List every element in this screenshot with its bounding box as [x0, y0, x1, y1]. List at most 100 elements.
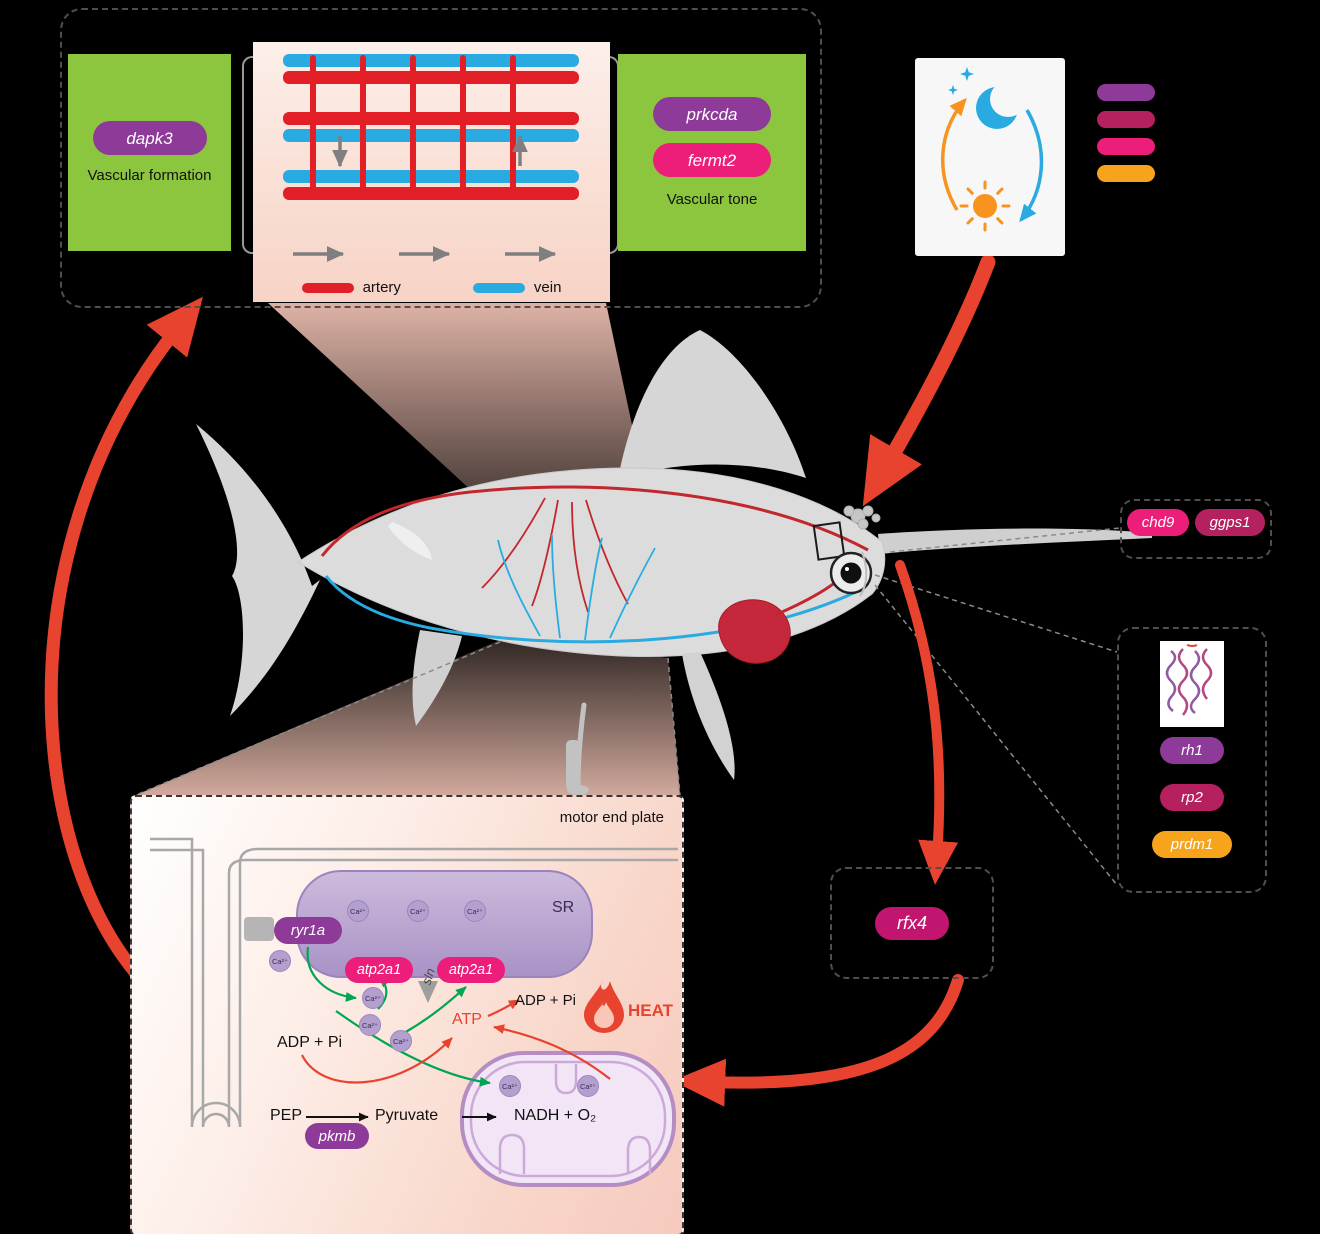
protein-structure-icon	[1160, 641, 1224, 727]
calcium-ion: Ca²⁺	[347, 900, 369, 922]
category-legend-pill	[1097, 165, 1155, 182]
muscle-diagram-art	[150, 837, 678, 1187]
artery-line	[320, 485, 869, 557]
flame-icon	[584, 979, 624, 1033]
fish-pelvic-fin	[682, 652, 735, 780]
vessel-legend: artery vein	[253, 279, 610, 296]
gene-pill-fermt2: fermt2	[653, 143, 771, 177]
day-to-night-arrow	[1019, 109, 1044, 223]
calcium-ion: Ca²⁺	[464, 900, 486, 922]
artery-legend-item: artery	[301, 279, 401, 296]
calcium-ion: Ca²⁺	[269, 950, 291, 972]
artery-branches	[481, 497, 629, 613]
gene-pill-rfx4: rfx4	[875, 906, 949, 940]
artery-label: artery	[362, 279, 401, 296]
connector-beam-right	[667, 657, 681, 796]
fish-lower-fin	[412, 630, 462, 726]
vein-swatch	[472, 282, 525, 293]
counter-current-exchanger: artery vein	[253, 42, 610, 302]
pep-label: PEP	[270, 1107, 303, 1124]
atp-cycle-arrows	[301, 999, 611, 1084]
connector-beam-left	[135, 641, 501, 796]
fish-eye	[829, 551, 873, 595]
category-legend-pill	[1097, 138, 1155, 155]
calcium-ion: Ca²⁺	[577, 1075, 599, 1097]
brain-gene-box: rfx4	[830, 867, 994, 979]
fish-pectoral-fin	[388, 522, 432, 560]
artery-swatch	[301, 282, 354, 293]
nadh-o2-label: NADH + O₂	[514, 1107, 597, 1124]
gene-pill-rh1: rh1	[1160, 737, 1224, 764]
calcium-ion: Ca²⁺	[390, 1030, 412, 1052]
gene-pill-ryr1a: ryr1a	[274, 917, 342, 944]
gene-pill-atp2a1: atp2a1	[345, 957, 413, 983]
small-star-icon	[948, 85, 958, 95]
dashed-connectors	[135, 527, 1121, 886]
gene-pill-dapk3: dapk3	[92, 121, 207, 155]
rete-mirabile-diagram	[283, 54, 579, 262]
connector-gill	[889, 527, 1121, 553]
day-night-cycle-icon	[941, 67, 1044, 232]
vasculature-panel	[60, 8, 822, 308]
night-to-day-arrow	[941, 97, 967, 211]
vein-legend-item: vein	[472, 279, 562, 296]
calcium-ion: Ca²⁺	[407, 900, 429, 922]
nerve-terminal	[566, 740, 580, 792]
heat-label: HEAT	[628, 1001, 674, 1020]
junction-channel	[244, 917, 274, 941]
vascular-tone-box: prkcda fermt2 Vascular tone	[618, 54, 806, 251]
left-bracket	[242, 56, 255, 254]
connector-eye-bottom	[874, 584, 1118, 886]
gill-arc	[859, 551, 868, 597]
vein-label: vein	[533, 279, 562, 296]
vascular-formation-box: dapk3 Vascular formation	[68, 54, 231, 251]
arrow-rfx4-to-muscle	[672, 974, 964, 1107]
connector-eye-top	[874, 574, 1118, 653]
calcium-ion: Ca²⁺	[359, 1014, 381, 1036]
sr-label: SR	[552, 899, 575, 916]
arrow-brain-to-rfx4	[895, 560, 959, 885]
vascular-formation-label: Vascular formation	[87, 167, 212, 184]
arrow-muscle-to-vasculature	[44, 296, 203, 1015]
gene-pill-chd9: chd9	[1127, 509, 1189, 536]
day-night-card	[915, 58, 1065, 256]
category-legend-pill	[1097, 84, 1155, 101]
calcium-ion: Ca²⁺	[362, 987, 384, 1009]
zoom-beam-lower	[136, 640, 680, 795]
category-legend-pill	[1097, 111, 1155, 128]
adp-pi-label: ADP + Pi	[515, 992, 577, 1009]
flow-direction-arrows	[293, 134, 557, 262]
fish-bill	[878, 528, 1152, 554]
brain-heater-organ	[843, 505, 881, 530]
eye-gene-box: rh1 rp2 prdm1	[1117, 627, 1267, 893]
pyruvate-label: Pyruvate	[375, 1107, 439, 1124]
heart-icon	[718, 599, 791, 664]
swordfish-illustration	[196, 330, 1152, 780]
adp-pi-label: ADP + Pi	[277, 1034, 343, 1051]
sun-icon	[959, 180, 1011, 232]
star-icon	[960, 67, 974, 81]
gene-pill-prkcda: prkcda	[653, 97, 771, 131]
motor-end-plate-label: motor end plate	[559, 809, 664, 826]
gill-gene-box: chd9 ggps1	[1120, 499, 1272, 559]
muscle-thermogenesis-panel: motor end plate SR ryr1a atp2a1 atp2a1 s…	[130, 795, 684, 1234]
fish-body	[297, 467, 886, 657]
crossing-arterioles	[310, 55, 516, 199]
fish-tail-fin	[196, 424, 320, 716]
vascular-tone-label: Vascular tone	[666, 191, 758, 208]
sarcolemma-t-tubule	[150, 837, 678, 1128]
big-red-arrows	[44, 254, 996, 1107]
gene-pill-rp2: rp2	[1160, 784, 1224, 811]
moon-icon	[976, 81, 1026, 129]
gene-pill-ggps1: ggps1	[1195, 509, 1265, 536]
calcium-ion: Ca²⁺	[499, 1075, 521, 1097]
gene-pill-atp2a1: atp2a1	[437, 957, 505, 983]
vein-branches	[497, 534, 656, 641]
fish-dorsal-fin	[618, 330, 806, 478]
sln-wedge	[418, 981, 438, 1003]
arrow-daynight-to-brain	[862, 254, 996, 507]
atp-label: ATP	[452, 1011, 482, 1028]
gene-pill-pkmb: pkmb	[305, 1123, 369, 1149]
